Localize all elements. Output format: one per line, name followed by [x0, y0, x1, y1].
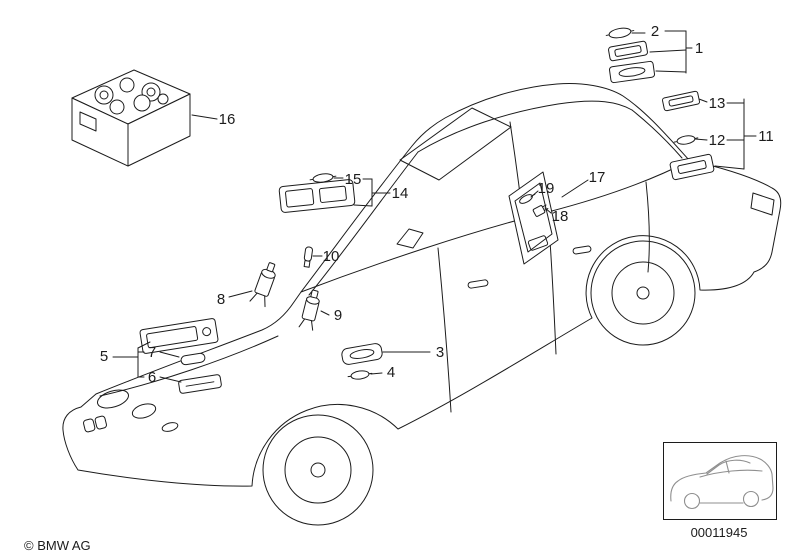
part-socket-8-icon: [249, 262, 276, 308]
vehicle-thumbnail: 00011945: [663, 442, 777, 540]
part-small-lens-7-icon: [180, 352, 206, 366]
part-small-bulb-10-icon: [303, 246, 313, 268]
part-lamp-housing-11-icon: [669, 153, 715, 181]
callout-3[interactable]: 3: [436, 344, 444, 361]
callout-9[interactable]: 9: [334, 307, 342, 324]
callout-14[interactable]: 14: [392, 185, 409, 202]
part-festoon-bulb-15-icon: [309, 173, 337, 183]
front-indicator: [161, 422, 179, 432]
callout-11[interactable]: 11: [758, 128, 774, 145]
part-lamp-unit-13-icon: [662, 90, 700, 112]
callout-13[interactable]: 13: [709, 95, 726, 112]
callout-7[interactable]: 7: [148, 344, 156, 361]
tail-lamp: [750, 192, 775, 216]
callout-8[interactable]: 8: [217, 291, 225, 308]
part-bulb-kit-16-icon: [71, 69, 191, 167]
part-festoon-bulb-4-icon: [347, 370, 373, 380]
part-glyphs: [71, 27, 715, 394]
kidney-grille: [83, 415, 107, 433]
part-lamp-unit-1a-icon: [608, 40, 648, 62]
callout-17[interactable]: 17: [589, 169, 606, 186]
part-dome-lamp-14-icon: [278, 179, 356, 213]
headlight-inner: [131, 403, 157, 419]
callout-2[interactable]: 2: [651, 23, 659, 40]
part-lens-3-icon: [341, 343, 383, 365]
front-wheel: [262, 414, 374, 526]
part-festoon-bulb-12-icon: [673, 135, 699, 145]
thumbnail-frame: [663, 442, 777, 520]
part-festoon-bulb-2-icon: [605, 27, 635, 39]
callout-labels: 1 2 3 4 5 6 7 8 9 10 11 12 13 14 15 16 1…: [100, 23, 774, 386]
callout-4[interactable]: 4: [387, 364, 395, 381]
callout-1[interactable]: 1: [695, 40, 703, 57]
callout-16[interactable]: 16: [219, 111, 236, 128]
headlight: [97, 389, 129, 409]
callout-15[interactable]: 15: [345, 171, 362, 188]
callout-10[interactable]: 10: [323, 248, 340, 265]
part-lens-6-icon: [178, 374, 222, 394]
car-outline-drawing: [62, 83, 782, 526]
copyright-label: © BMW AG: [24, 538, 91, 553]
sunroof: [399, 107, 512, 181]
diagram-number: 00011945: [691, 525, 748, 540]
callout-18[interactable]: 18: [552, 208, 569, 225]
part-lamp-unit-1b-icon: [608, 60, 656, 84]
callout-12[interactable]: 12: [709, 132, 726, 149]
callout-19[interactable]: 19: [538, 180, 555, 197]
side-mirror: [396, 228, 424, 249]
part-lamp-assembly-5-icon: [139, 318, 219, 354]
callout-6[interactable]: 6: [148, 369, 156, 386]
part-window-lamp-17-icon: [508, 171, 559, 265]
door-handle-rear: [572, 245, 592, 255]
part-socket-9-icon: [298, 289, 320, 331]
rear-wheel: [590, 240, 696, 346]
callout-5[interactable]: 5: [100, 348, 108, 365]
car-thumbnail-icon: [670, 455, 774, 510]
door-handle-front: [467, 279, 489, 289]
callout-leader-lines: [112, 30, 757, 383]
